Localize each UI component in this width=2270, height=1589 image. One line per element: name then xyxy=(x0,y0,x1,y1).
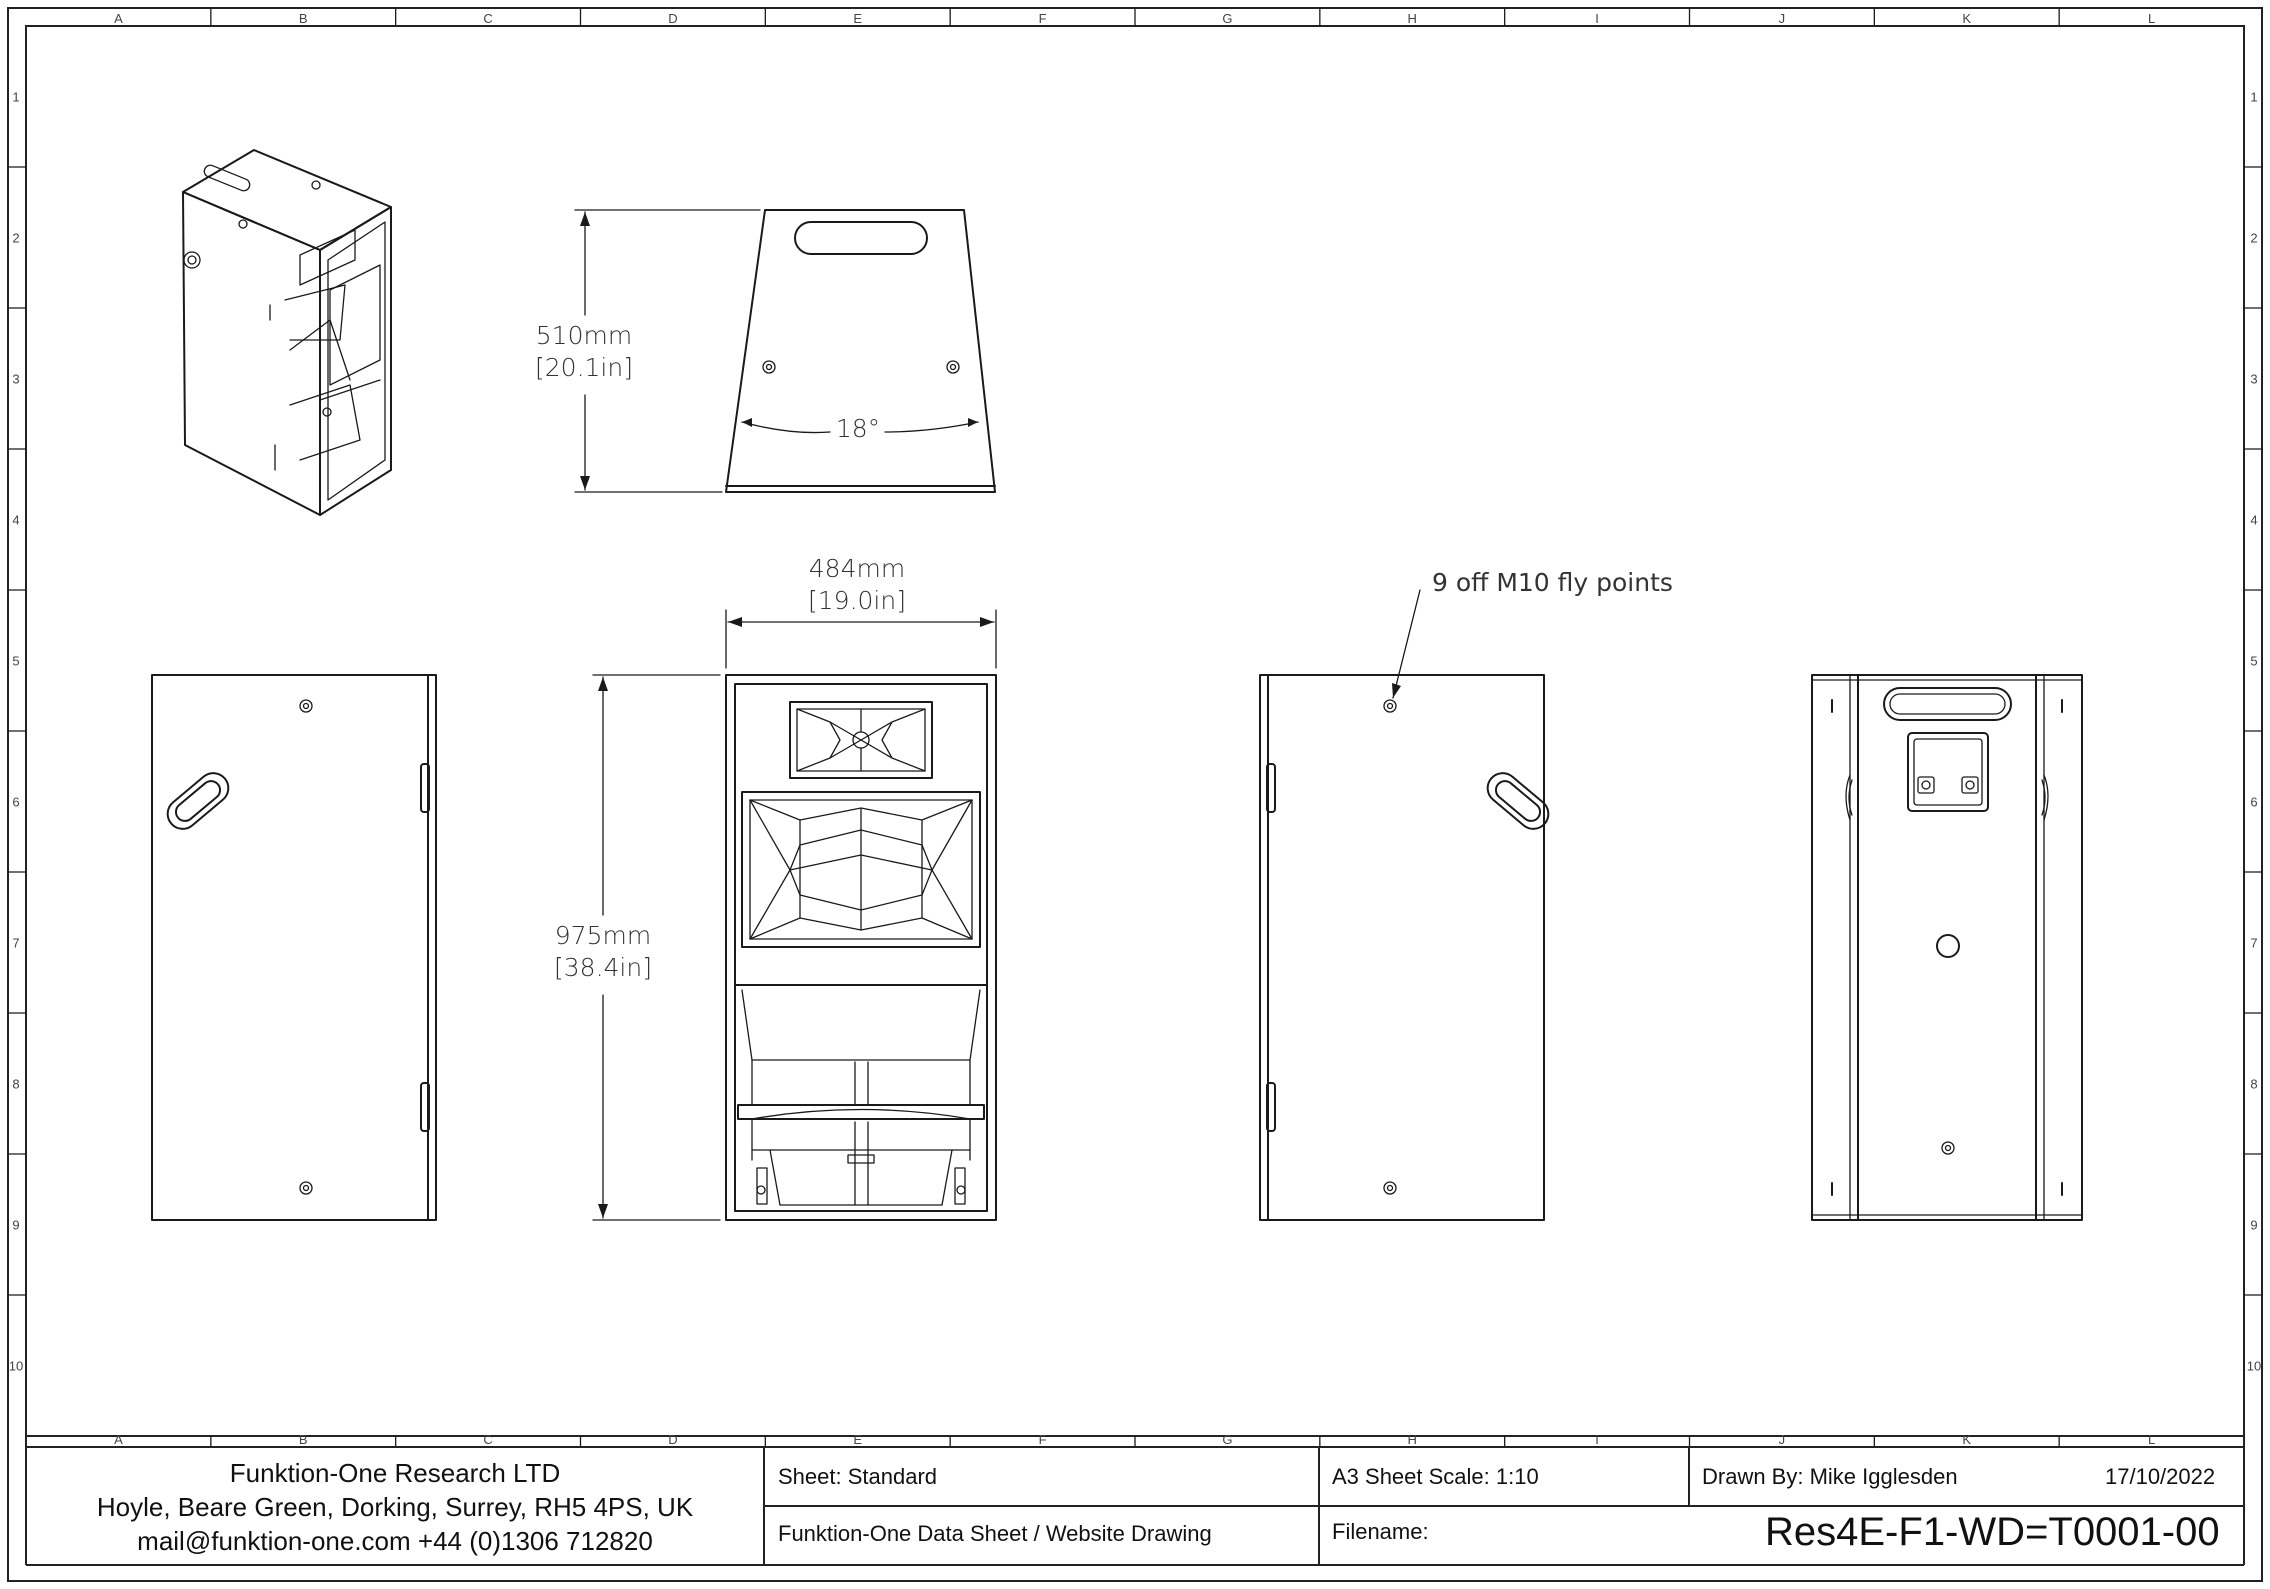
column-marker: E xyxy=(853,1432,862,1447)
sheet-scale: A3 Sheet Scale: 1:10 xyxy=(1332,1464,1539,1489)
row-marker: 7 xyxy=(2250,936,2257,951)
row-marker: 10 xyxy=(2247,1359,2261,1374)
row-marker: 2 xyxy=(2250,231,2257,246)
outer-frame xyxy=(7,7,2263,1582)
row-marker: 1 xyxy=(2250,90,2257,105)
company-address: Hoyle, Beare Green, Dorking, Surrey, RH5… xyxy=(96,1492,694,1522)
column-marker: B xyxy=(299,11,308,26)
row-markers-right: 1 2 3 4 5 6 7 8 9 10 xyxy=(2243,90,2263,1374)
column-marker: E xyxy=(853,11,862,26)
rear-view xyxy=(1811,674,2083,1221)
isometric-view xyxy=(182,149,392,516)
depth-mm-label: 510mm xyxy=(536,321,632,350)
front-view: 484mm [19.0in] 975mm [38.4in] xyxy=(554,554,997,1221)
column-markers-bottom: A B C D E F G H I J K L xyxy=(114,1432,2155,1448)
column-marker: G xyxy=(1222,1432,1232,1447)
column-marker: L xyxy=(2148,11,2155,26)
drawn-by: Drawn By: Mike Igglesden xyxy=(1702,1464,1958,1489)
height-mm-label: 975mm xyxy=(555,921,651,950)
row-markers-left: 1 2 3 4 5 6 7 8 9 10 xyxy=(7,90,27,1374)
right-side-view: 9 off M10 fly points xyxy=(1259,568,1673,1221)
company-contact: mail@funktion-one.com +44 (0)1306 712820 xyxy=(137,1526,653,1556)
column-marker: G xyxy=(1222,11,1232,26)
company-name: Funktion-One Research LTD xyxy=(229,1458,561,1488)
column-marker: I xyxy=(1595,11,1599,26)
column-marker: F xyxy=(1039,11,1047,26)
column-marker: I xyxy=(1595,1432,1599,1447)
column-marker: J xyxy=(1779,11,1786,26)
sheet-description: Funktion-One Data Sheet / Website Drawin… xyxy=(778,1521,1212,1546)
column-marker: H xyxy=(1408,1432,1417,1447)
column-marker: D xyxy=(668,11,677,26)
column-marker: B xyxy=(299,1432,308,1447)
row-marker: 9 xyxy=(2250,1218,2257,1233)
row-marker: 9 xyxy=(12,1218,19,1233)
column-marker: F xyxy=(1039,1432,1047,1447)
column-marker: H xyxy=(1408,11,1417,26)
top-view: 18° 510mm [20.1in] xyxy=(535,209,996,493)
row-marker: 3 xyxy=(12,372,19,387)
width-in-label: [19.0in] xyxy=(808,586,906,615)
column-marker: C xyxy=(483,1432,492,1447)
fly-points-label: 9 off M10 fly points xyxy=(1432,568,1673,597)
left-side-view xyxy=(151,674,437,1221)
drawing-date: 17/10/2022 xyxy=(2105,1464,2216,1489)
column-marker: A xyxy=(114,11,123,26)
row-marker: 7 xyxy=(12,936,19,951)
column-marker: C xyxy=(483,11,492,26)
width-mm-label: 484mm xyxy=(809,554,905,583)
column-markers-top: A B C D E F G H I J K L xyxy=(114,7,2155,27)
column-marker: K xyxy=(1962,11,1971,26)
row-marker: 1 xyxy=(12,90,19,105)
row-marker: 4 xyxy=(2250,513,2257,528)
row-marker: 3 xyxy=(2250,372,2257,387)
title-block xyxy=(26,1446,2244,1566)
row-marker: 8 xyxy=(12,1077,19,1092)
filename-value: Res4E-F1-WD=T0001-00 xyxy=(1765,1510,2220,1554)
depth-in-label: [20.1in] xyxy=(535,353,633,382)
row-marker: 2 xyxy=(12,231,19,246)
row-marker: 8 xyxy=(2250,1077,2257,1092)
filename-label: Filename: xyxy=(1332,1519,1429,1544)
row-marker: 5 xyxy=(2250,654,2257,669)
row-marker: 5 xyxy=(12,654,19,669)
column-marker: L xyxy=(2148,1432,2155,1447)
sheet-type: Sheet: Standard xyxy=(778,1464,938,1489)
row-marker: 6 xyxy=(2250,795,2257,810)
row-marker: 4 xyxy=(12,513,19,528)
angle-label: 18° xyxy=(836,414,880,443)
row-marker: 10 xyxy=(9,1359,23,1374)
column-marker: J xyxy=(1779,1432,1786,1447)
row-marker: 6 xyxy=(12,795,19,810)
column-marker: D xyxy=(668,1432,677,1447)
inner-frame xyxy=(25,25,2245,1437)
height-in-label: [38.4in] xyxy=(554,953,652,982)
column-marker: K xyxy=(1962,1432,1971,1447)
column-marker: A xyxy=(114,1432,123,1447)
